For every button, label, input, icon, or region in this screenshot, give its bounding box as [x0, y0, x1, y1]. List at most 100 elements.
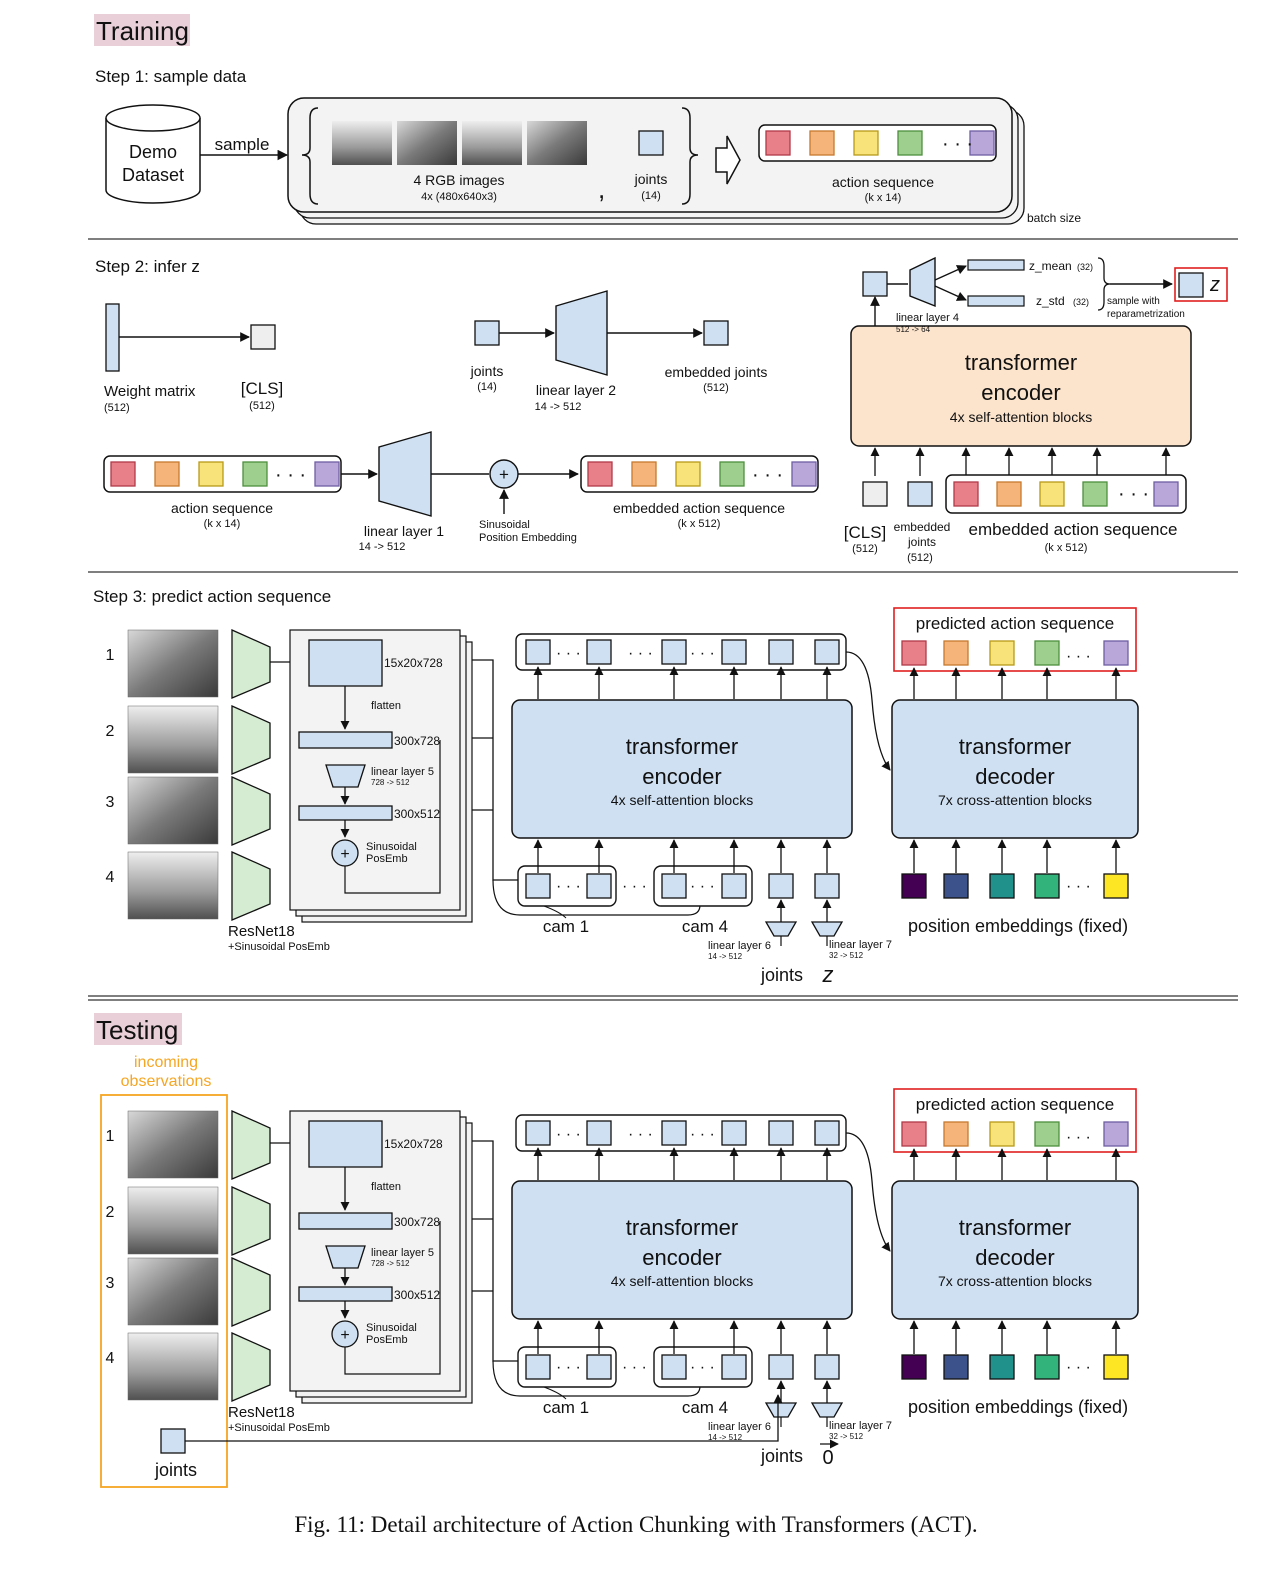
camera-image-1	[127, 1110, 219, 1179]
camera-image-3	[127, 776, 219, 845]
linear-layer-4-dim: 512 -> 64	[896, 325, 931, 334]
predicted-action-highlight-box	[893, 1088, 1137, 1153]
resnet18-backbone-4	[231, 850, 271, 921]
cam1-label: cam 1	[543, 1398, 589, 1417]
encoder-input-token-2	[586, 1354, 612, 1380]
z-mean-dim: (32)	[1077, 262, 1093, 272]
action-token-1	[765, 130, 791, 156]
transformer-decoder	[891, 699, 1139, 839]
action-token-3	[675, 461, 701, 487]
encoder-output-token-5	[768, 639, 794, 665]
encoder-title-line1: transformer	[626, 1215, 738, 1240]
camera-number-1: 1	[106, 647, 115, 664]
action-token-4	[719, 461, 745, 487]
position-embedding-token-5	[1103, 1354, 1129, 1380]
rgb-image-thumb-1	[332, 121, 392, 165]
camera-image-4	[127, 1332, 219, 1401]
decoder-subtitle: 7x cross-attention blocks	[938, 792, 1092, 808]
embedded-joints-token	[703, 320, 729, 346]
resnet18-label: ResNet18	[228, 923, 295, 940]
encoder-input-token-4	[721, 1354, 747, 1380]
encoder-title-line1: transformer	[626, 734, 738, 759]
weight-matrix-dim: (512)	[104, 402, 130, 414]
encoder-to-decoder-arrow	[845, 651, 891, 771]
position-embedding-token-3	[989, 873, 1015, 899]
posemb-label-line2: PosEmb	[366, 1334, 408, 1346]
cam4-label: cam 4	[682, 917, 728, 936]
ellipsis: · · ·	[690, 1126, 715, 1143]
cls-bottom-label: [CLS]	[844, 523, 887, 542]
flattened-dim: 300x728	[394, 1215, 440, 1229]
rgb-images-dim: 4x (480x640x3)	[421, 191, 497, 203]
position-embedding-token-4	[1034, 1354, 1060, 1380]
position-embedding-token-1	[901, 1354, 927, 1380]
embedded-joints-bottom-line2: joints	[907, 535, 936, 549]
resnet18-backbone-4	[231, 1331, 271, 1402]
cam1-bracket	[543, 905, 567, 919]
predicted-action-token-2	[943, 640, 969, 666]
incoming-observations-line1: incoming	[134, 1054, 198, 1071]
ellipsis: · · ·	[628, 1126, 653, 1143]
encoder-output-token-5	[768, 1120, 794, 1146]
feature-map-dim: 15x20x728	[384, 1137, 443, 1151]
encoder-input-token-1	[525, 873, 551, 899]
position-embeddings-label: position embeddings (fixed)	[908, 916, 1128, 936]
encoder-input-token-5	[768, 873, 794, 899]
demo-dataset-cylinder	[105, 104, 201, 204]
ellipsis: · · ·	[622, 878, 647, 895]
action-sequence-dim-step1: (k x 14)	[865, 192, 902, 204]
step2-title: Step 2: infer z	[95, 257, 200, 276]
predicted-action-token-1	[901, 640, 927, 666]
action-token-5	[314, 461, 340, 487]
testing-joints-to-linear6-arrow	[185, 1394, 783, 1442]
ellipsis: · · ·	[690, 878, 715, 895]
resnet18-backbone-1	[231, 628, 271, 699]
incoming-observations-box	[100, 1094, 228, 1488]
rgb-image-thumb-4	[527, 121, 587, 165]
comma: ,	[598, 174, 605, 204]
feature-map-block	[308, 1120, 383, 1168]
feature-panel-return-line	[344, 740, 441, 894]
position-embedding-token-2	[943, 1354, 969, 1380]
joints-label-step2: joints	[470, 363, 504, 379]
embedded-joints-label: embedded joints	[665, 364, 768, 380]
resnet18-backbone-2	[231, 1185, 271, 1256]
linear-layer-5-trapezoid	[325, 1245, 366, 1269]
embedded-joints-bottom-line1: embedded	[894, 520, 951, 534]
dataset-label-line1: Demo	[129, 142, 177, 162]
rgb-image-thumb-2	[397, 121, 457, 165]
encoder-input-action-tokens	[953, 481, 1179, 507]
sample-reparam-line2: reparametrization	[1107, 309, 1185, 320]
cls-label: [CLS]	[241, 379, 284, 398]
linear4-to-zstd-arrow	[934, 285, 967, 301]
action-token-2	[154, 461, 180, 487]
transformer-decoder	[891, 1180, 1139, 1320]
embedded-action-bottom-dim: (k x 512)	[1045, 542, 1088, 554]
sample-label: sample	[215, 135, 270, 154]
embedded-joints-bottom-dim: (512)	[907, 552, 933, 564]
joints-token-step2	[474, 320, 500, 346]
linear-layer-6-trapezoid	[764, 1402, 798, 1418]
rgb-images-label: 4 RGB images	[413, 172, 504, 188]
joints-dim-step2: (14)	[477, 381, 497, 393]
ellipsis: · · ·	[622, 1359, 647, 1376]
encoder-to-decoder-arrow	[845, 1132, 891, 1252]
encoder-input-token-6	[814, 873, 840, 899]
linear-layer-5-trapezoid	[325, 764, 366, 788]
resnet18-label: ResNet18	[228, 1404, 295, 1421]
projected-features	[298, 1286, 393, 1302]
joints-label-step1: joints	[634, 171, 668, 187]
camera-image-2	[127, 705, 219, 774]
camera-image-1	[127, 629, 219, 698]
encoder-input-token-5	[768, 1354, 794, 1380]
decoder-title-line2: decoder	[975, 1245, 1055, 1270]
ellipsis: · · ·	[556, 1359, 581, 1376]
action-sequence-tokens-step2	[110, 461, 340, 487]
ellipsis: · · ·	[690, 645, 715, 662]
resnet18-backbone-2	[231, 704, 271, 775]
predicted-action-token-5	[1103, 640, 1129, 666]
encoder-input-joints-token	[907, 481, 933, 507]
linear-layer-6-trapezoid	[764, 921, 798, 937]
act-architecture-diagram: Training Step 1: sample data Demo Datase…	[88, 14, 1238, 1488]
